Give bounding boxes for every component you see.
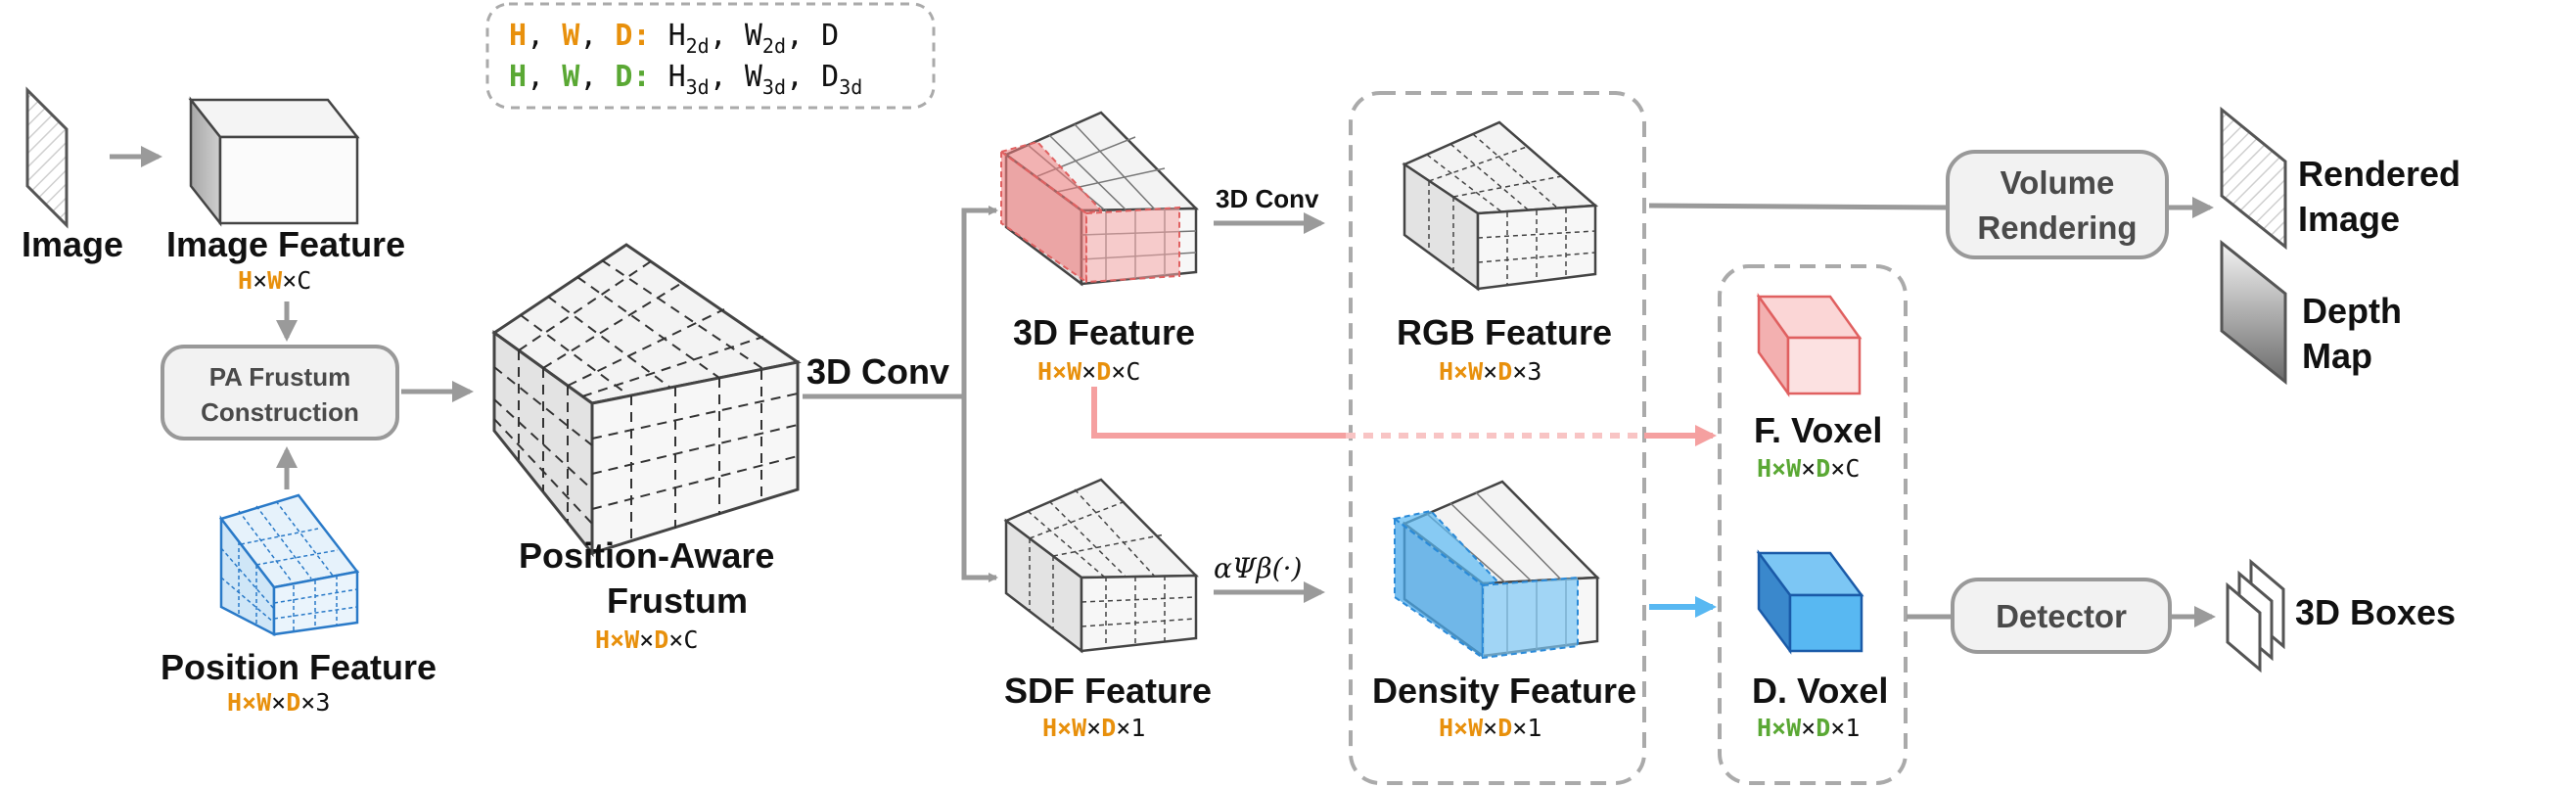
frustum-label-line2: Frustum: [607, 580, 748, 621]
position-feature-frustum-icon: [218, 493, 360, 637]
rendered-image-icon: [2220, 106, 2287, 251]
image-feature-dim: H×W×C: [238, 266, 311, 295]
image-icon: [25, 86, 69, 229]
legend-box: H, W, D: H2d, W2d, D H, W, D: H3d, W3d, …: [485, 2, 936, 110]
d-voxel-cube-icon: [1756, 549, 1864, 655]
svg-text:Detector: Detector: [1996, 598, 2127, 634]
density-feature-icon: [1392, 480, 1600, 660]
voxel-group-box: [1718, 264, 1908, 785]
arrow-to-3d-feature: [961, 206, 998, 396]
conv-main-label: 3D Conv: [806, 351, 949, 392]
line-rgb-to-render: [1648, 203, 1949, 210]
feature-3d-icon: [998, 111, 1199, 287]
image-label: Image: [22, 224, 123, 264]
rgb-feature-dim: H×W×D×3: [1439, 357, 1541, 386]
feature-3d-dim: H×W×D×C: [1037, 357, 1140, 386]
depth-map-label-line2: Map: [2302, 336, 2372, 376]
feature-3d-label: 3D Feature: [1013, 312, 1195, 352]
volume-rendering-box: Volume Rendering: [1946, 150, 2169, 259]
svg-text:Volume: Volume: [2001, 164, 2115, 201]
f-voxel-dim: H×W×D×C: [1757, 454, 1860, 483]
rgb-feature-icon: [1402, 120, 1599, 292]
frustum-label-line1: Position-Aware: [519, 535, 774, 576]
sdf-feature-label: SDF Feature: [1004, 671, 1212, 711]
rendered-image-label-line2: Image: [2298, 199, 2400, 239]
detector-box: Detector: [1951, 578, 2172, 654]
3d-boxes-label: 3D Boxes: [2295, 592, 2456, 632]
d-voxel-dim: H×W×D×1: [1757, 714, 1860, 742]
d-voxel-label: D. Voxel: [1752, 671, 1888, 711]
f-voxel-label: F. Voxel: [1754, 410, 1882, 450]
f-voxel-cube-icon: [1756, 293, 1863, 397]
rgb-feature-label: RGB Feature: [1397, 312, 1612, 352]
svg-text:Rendering: Rendering: [1977, 209, 2137, 246]
position-feature-label: Position Feature: [161, 647, 437, 687]
conv-small-label: 3D Conv: [1216, 184, 1319, 213]
density-feature-label: Density Feature: [1372, 671, 1636, 711]
sdf-feature-dim: H×W×D×1: [1042, 714, 1145, 742]
position-aware-frustum-icon: [491, 243, 802, 558]
3d-boxes-icon: [2226, 558, 2285, 673]
legend-row-2d: H, W, D: H2d, W2d, D: [509, 19, 839, 58]
sdf-feature-icon: [1003, 478, 1199, 654]
transform-label: αΨβ(·): [1214, 552, 1302, 584]
pa-frustum-construction-box: PA Frustum Construction: [161, 345, 399, 440]
depth-map-label-line1: Depth: [2302, 291, 2402, 331]
position-feature-dim: H×W×D×3: [227, 688, 330, 717]
legend-row-3d: H, W, D: H3d, W3d, D3d: [509, 60, 862, 99]
link-3d-to-fvoxel: [1091, 387, 1346, 439]
arrow-to-sdf-feature: [961, 396, 998, 582]
svg-text:PA Frustum: PA Frustum: [209, 362, 350, 392]
image-feature-label: Image Feature: [166, 224, 405, 264]
density-feature-dim: H×W×D×1: [1439, 714, 1541, 742]
svg-text:Construction: Construction: [201, 397, 359, 427]
frustum-dim: H×W×D×C: [595, 626, 698, 654]
rendered-image-label-line1: Rendered: [2298, 154, 2461, 194]
image-feature-cube-icon: [188, 96, 360, 227]
depth-map-icon: [2220, 239, 2287, 386]
